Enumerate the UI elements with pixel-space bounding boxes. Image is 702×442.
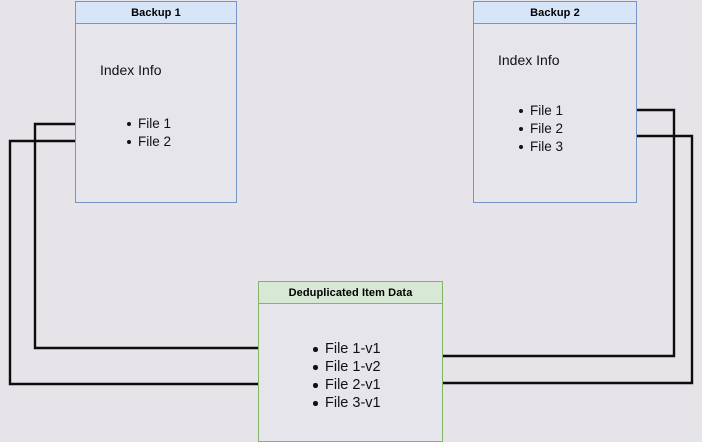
backup2-file-item[interactable]: File 1: [518, 102, 563, 120]
dedup-item[interactable]: File 3-v1: [311, 394, 381, 412]
backup1-box[interactable]: Backup 1 Index Info File 1 File 2: [75, 1, 237, 203]
backup1-file-list: File 1 File 2: [126, 115, 171, 151]
backup1-title: Backup 1: [76, 2, 236, 24]
dedup-item-list: File 1-v1 File 1-v2 File 2-v1 File 3-v1: [311, 340, 381, 412]
backup1-index-label: Index Info: [100, 62, 162, 78]
dedup-item[interactable]: File 2-v1: [311, 376, 381, 394]
dedup-item[interactable]: File 1-v1: [311, 340, 381, 358]
backup2-file-item[interactable]: File 2: [518, 120, 563, 138]
backup1-file-item[interactable]: File 2: [126, 133, 171, 151]
dedup-item[interactable]: File 1-v2: [311, 358, 381, 376]
dedup-title: Deduplicated Item Data: [259, 282, 442, 304]
dedup-box[interactable]: Deduplicated Item Data File 1-v1 File 1-…: [258, 281, 443, 442]
backup2-file-list: File 1 File 2 File 3: [518, 102, 563, 156]
backup1-file-item[interactable]: File 1: [126, 115, 171, 133]
backup2-index-label: Index Info: [498, 52, 560, 68]
backup2-box[interactable]: Backup 2 Index Info File 1 File 2 File 3: [473, 1, 637, 203]
backup2-title: Backup 2: [474, 2, 636, 24]
backup2-file-item[interactable]: File 3: [518, 138, 563, 156]
